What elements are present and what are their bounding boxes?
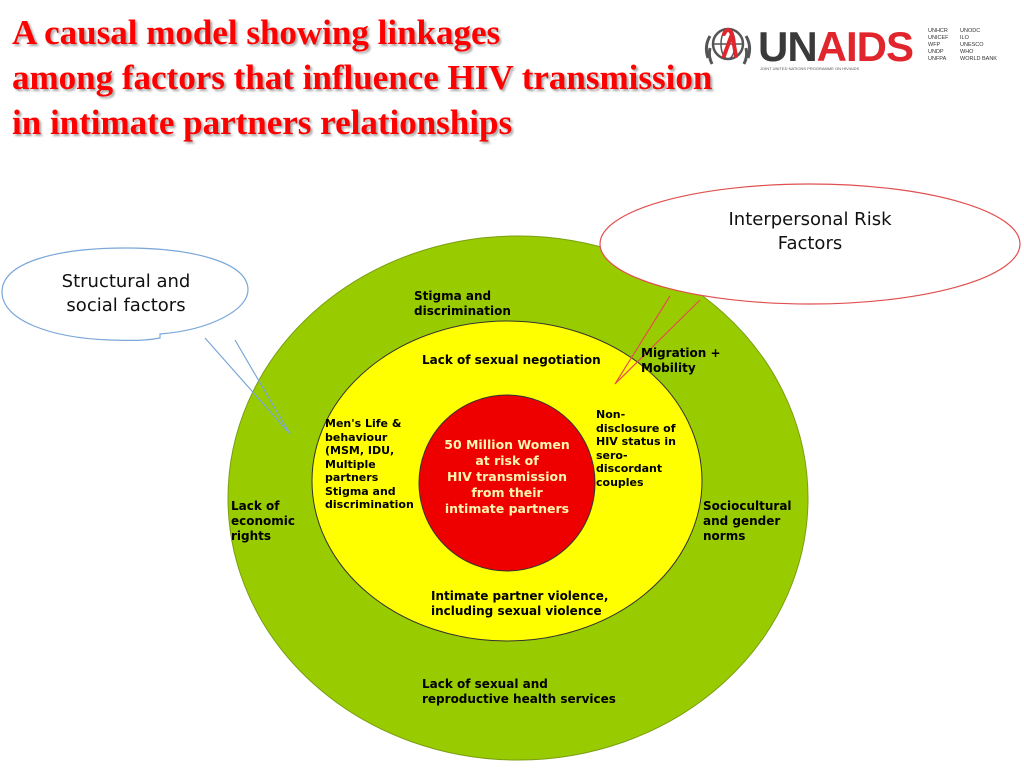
label-line: disclosure of — [596, 421, 676, 435]
core-circle — [418, 394, 596, 572]
mens-behaviour-label: Men's Life & behaviour (MSM, IDU, Multip… — [325, 417, 414, 512]
label-line: sero- — [596, 448, 628, 462]
label-line: discrimination — [414, 304, 511, 318]
label-line: norms — [703, 529, 746, 543]
partner-violence-label: Intimate partner violence, including sex… — [431, 589, 608, 619]
logo-subtitle: JOINT UNITED NATIONS PROGRAMME ON HIV/AI… — [760, 66, 860, 71]
stigma-label: Stigma and discrimination — [414, 289, 511, 319]
globe-ribbon-icon — [704, 27, 752, 65]
label-line: Non- — [596, 408, 626, 421]
label-line: Stigma and — [414, 289, 492, 303]
interpersonal-callout-text: Interpersonal Risk Factors — [680, 208, 940, 256]
label-line: 50 Million Women — [444, 437, 570, 452]
structural-callout-text: Structural and social factors — [28, 270, 224, 318]
structural-callout-pointer — [204, 337, 291, 435]
non-disclosure-label: Non- disclosure of HIV status in sero- d… — [596, 408, 676, 489]
label-line: Intimate partner violence, — [431, 589, 609, 603]
label-line: economic — [231, 514, 296, 528]
sexual-negotiation-label: Lack of sexual negotiation — [422, 353, 601, 367]
callout-line: social factors — [66, 295, 186, 316]
label-line: discordant — [596, 462, 663, 475]
health-services-label: Lack of sexual and reproductive health s… — [422, 677, 616, 707]
label-line: reproductive health services — [422, 692, 616, 706]
wordmark-aids: AIDS — [816, 23, 914, 70]
label-line: Migration + — [641, 346, 721, 360]
callout-line: Interpersonal Risk — [728, 209, 892, 230]
label-line: partners — [325, 471, 379, 484]
label-line: HIV transmission — [446, 469, 567, 484]
sociocultural-label: Sociocultural and gender norms — [703, 499, 792, 544]
label-line: behaviour — [325, 430, 388, 444]
label-line: Stigma and — [325, 484, 396, 498]
unaids-wordmark: UNAIDS — [758, 23, 914, 70]
label-line: from their — [471, 485, 543, 500]
migration-label: Migration + Mobility — [641, 346, 721, 376]
economic-rights-label: Lack of economic rights — [231, 499, 295, 544]
title-line: among factors that influence HIV transmi… — [12, 58, 713, 97]
cosponsors-list-1: UNHCR UNICEF WFP UNDP UNFPA — [928, 28, 949, 62]
label-line: (MSM, IDU, — [325, 444, 395, 457]
interpersonal-callout-bubble — [599, 183, 1021, 305]
slide-title: A causal model showing linkages among fa… — [12, 10, 972, 145]
interpersonal-callout-pointer — [614, 295, 701, 385]
label-line: couples — [596, 475, 644, 489]
callout-line: Factors — [777, 233, 843, 254]
label-line: rights — [231, 529, 272, 543]
label-line: at risk of — [475, 453, 539, 468]
label-line: Men's Life & — [325, 417, 402, 430]
title-line: in intimate partners relationships — [12, 103, 513, 142]
wordmark-un: UN — [758, 23, 818, 70]
label-line: and gender — [703, 514, 781, 528]
unaids-logo: UNAIDS JOINT UNITED NATIONS PROGRAMME ON… — [700, 14, 1000, 74]
label-line: intimate partners — [444, 501, 570, 516]
label-line: Lack of — [231, 499, 280, 513]
label-line: including sexual violence — [431, 604, 602, 618]
label-line: Multiple — [325, 457, 376, 471]
cosponsors-list-2: UNODC ILO UNESCO WHO WORLD BANK — [960, 28, 997, 62]
structural-callout-bubble — [1, 247, 249, 341]
label-line: discrimination — [325, 498, 414, 511]
label-line: Mobility — [641, 361, 696, 375]
label-line: Sociocultural — [703, 499, 792, 513]
label-line: HIV status in — [596, 435, 676, 448]
callout-line: Structural and — [61, 271, 191, 292]
title-line: A causal model showing linkages — [12, 13, 501, 52]
core-label: 50 Million Women at risk of HIV transmis… — [427, 437, 587, 517]
label-line: Lack of sexual and — [422, 677, 548, 691]
